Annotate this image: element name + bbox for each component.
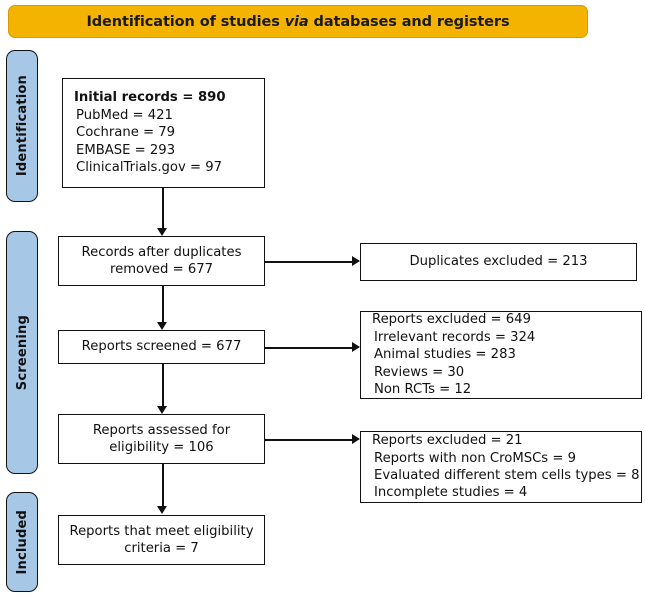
excluded-21-title: Reports excluded = 21 xyxy=(372,433,523,449)
box-initial-records: Initial records = 890 PubMed = 421 Cochr… xyxy=(62,78,265,188)
diagram-title-italic: via xyxy=(284,13,309,30)
diagram-title-part-1: Identification of studies xyxy=(86,13,285,30)
diagram-title: Identification of studies via databases … xyxy=(86,14,509,30)
initial-records-title: Initial records = 890 xyxy=(74,90,226,106)
connector-initial-to-duplicates-arrow xyxy=(157,228,167,236)
connector-initial-to-duplicates-line xyxy=(162,188,164,228)
diagram-header-banner: Identification of studies via databases … xyxy=(8,5,588,38)
box-reports-assessed-eligibility: Reports assessed for eligibility = 106 xyxy=(58,414,265,464)
after-duplicates-line-1: Records after duplicates xyxy=(81,244,242,260)
connector-assessed-to-included-line xyxy=(162,464,164,506)
stage-label-included: Included xyxy=(6,492,38,592)
connector-assessed-to-included-arrow xyxy=(157,506,167,514)
stage-label-included-text: Included xyxy=(14,509,30,575)
after-duplicates-line-2: removed = 677 xyxy=(109,262,214,277)
connector-duplicates-excluded-arrow xyxy=(352,256,360,266)
connector-excluded-21-line xyxy=(265,439,353,441)
stage-label-identification: Identification xyxy=(6,50,38,202)
initial-records-item-cochrane: Cochrane = 79 xyxy=(76,125,176,141)
connector-duplicates-to-screened-arrow xyxy=(157,322,167,330)
stage-label-screening-text: Screening xyxy=(14,314,30,391)
connector-duplicates-to-screened-line xyxy=(162,286,164,322)
box-records-after-duplicates: Records after duplicates removed = 677 xyxy=(58,236,265,286)
initial-records-item-pubmed: PubMed = 421 xyxy=(76,107,173,123)
excluded-21-item-incomplete: Incomplete studies = 4 xyxy=(374,485,528,501)
duplicates-excluded-text: Duplicates excluded = 213 xyxy=(409,254,588,270)
excluded-649-title: Reports excluded = 649 xyxy=(372,312,531,328)
excluded-649-item-non-rcts: Non RCTs = 12 xyxy=(374,382,472,398)
box-duplicates-excluded: Duplicates excluded = 213 xyxy=(360,243,637,281)
meet-criteria-line-2: criteria = 7 xyxy=(124,541,199,556)
connector-excluded-21-arrow xyxy=(352,434,360,444)
connector-screened-to-assessed-arrow xyxy=(157,406,167,414)
meet-criteria-line-1: Reports that meet eligibility xyxy=(69,523,254,539)
box-reports-screened: Reports screened = 677 xyxy=(58,330,265,364)
excluded-649-item-animal: Animal studies = 283 xyxy=(374,347,516,363)
initial-records-item-clinicaltrials: ClinicalTrials.gov = 97 xyxy=(76,160,223,176)
connector-excluded-649-line xyxy=(265,347,353,349)
diagram-title-part-2: databases and registers xyxy=(308,13,510,30)
connector-excluded-649-arrow xyxy=(352,342,360,352)
reports-assessed-line-2: eligibility = 106 xyxy=(109,440,214,455)
excluded-21-item-non-cromscs: Reports with non CroMSCs = 9 xyxy=(374,450,576,466)
excluded-649-item-irrelevant: Irrelevant records = 324 xyxy=(374,329,536,345)
excluded-21-item-stem-cell-types: Evaluated different stem cells types = 8 xyxy=(374,468,640,483)
stage-label-identification-text: Identification xyxy=(14,75,30,177)
box-reports-excluded-21: Reports excluded = 21 Reports with non C… xyxy=(360,431,642,503)
initial-records-item-embase: EMBASE = 293 xyxy=(76,142,176,158)
stage-label-screening: Screening xyxy=(6,231,38,474)
connector-duplicates-excluded-line xyxy=(265,261,353,263)
excluded-649-item-reviews: Reviews = 30 xyxy=(374,364,465,380)
reports-screened-text: Reports screened = 677 xyxy=(81,339,242,355)
box-reports-meet-criteria: Reports that meet eligibility criteria =… xyxy=(58,515,265,565)
connector-screened-to-assessed-line xyxy=(162,364,164,406)
box-reports-excluded-649: Reports excluded = 649 Irrelevant record… xyxy=(360,311,642,399)
reports-assessed-line-1: Reports assessed for xyxy=(92,422,231,438)
